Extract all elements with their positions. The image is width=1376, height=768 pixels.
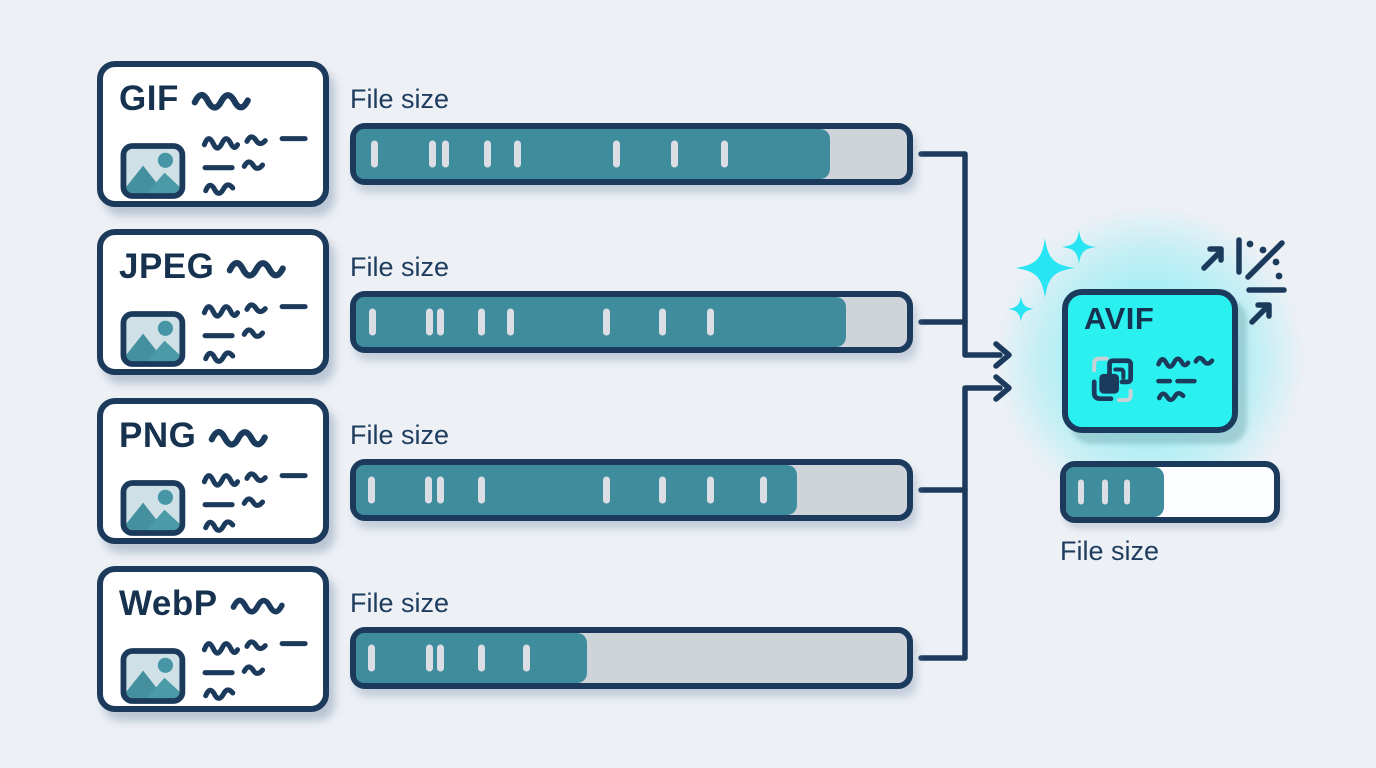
image-thumbnail-icon: [119, 139, 187, 203]
bar-track: [356, 465, 907, 515]
bar-tick: [706, 308, 714, 336]
bar-tick: [369, 308, 377, 336]
file-size-label: File size: [1060, 536, 1160, 566]
avif-name-label: AVIF: [1084, 301, 1155, 336]
merge-line-top: [918, 151, 1003, 358]
bar-tick: [706, 476, 714, 504]
avif-format-icon: [1084, 341, 1145, 417]
file-size-bar-gif: [350, 123, 913, 185]
title-squiggle-icon: [226, 254, 296, 281]
merge-line-bottom: [918, 385, 1003, 661]
file-size-label: File size: [350, 252, 450, 282]
bar-tick: [522, 644, 530, 672]
bar-tick: [602, 476, 610, 504]
file-size-label: File size: [350, 420, 450, 450]
file-size-group-jpeg: File size: [350, 251, 913, 353]
bar-tick: [506, 308, 514, 336]
file-size-label: File size: [350, 588, 450, 618]
title-squiggle-icon: [208, 423, 278, 450]
title-squiggle-icon: [230, 591, 294, 618]
sparkle-stars-icon: [1008, 230, 1096, 322]
file-size-bar-webp: [350, 627, 913, 689]
avif-card: AVIF: [1062, 289, 1238, 433]
file-size-group-webp: File size: [350, 587, 913, 689]
text-lines-decoration: [201, 127, 309, 203]
bar-tick: [602, 308, 610, 336]
image-thumbnail-icon: [119, 307, 187, 371]
format-card-webp: WebP: [97, 566, 329, 712]
file-size-group-gif: File size: [350, 83, 913, 185]
bar-tick: [612, 140, 620, 168]
bar-tick: [436, 308, 444, 336]
bar-tick: [425, 308, 433, 336]
improvement-arrows-icon: [1201, 237, 1287, 325]
bar-tick: [428, 140, 436, 168]
bar-tick: [483, 140, 491, 168]
file-size-group-png: File size: [350, 419, 913, 521]
bar-tick: [477, 644, 485, 672]
bar-tick: [659, 308, 667, 336]
right-arrow-icon: [993, 374, 1012, 402]
bar-tick: [477, 308, 485, 336]
format-name-label: GIF: [119, 79, 179, 118]
bar-tick: [1078, 479, 1085, 505]
bar-fill: [356, 633, 588, 683]
bar-tick: [441, 140, 449, 168]
bar-tick: [436, 644, 444, 672]
bar-tick: [514, 140, 522, 168]
bar-tick: [368, 644, 376, 672]
file-size-label: File size: [350, 84, 450, 114]
bar-track: [356, 129, 907, 179]
bar-track: [356, 297, 907, 347]
title-squiggle-icon: [191, 86, 261, 113]
file-size-bar-jpeg: [350, 291, 913, 353]
format-card-jpeg: JPEG: [97, 229, 329, 375]
bar-tick: [425, 644, 433, 672]
bar-track: [1066, 467, 1274, 517]
bar-tick: [368, 476, 376, 504]
bar-tick: [659, 476, 667, 504]
text-lines-decoration: [1155, 347, 1220, 411]
bar-track: [356, 633, 907, 683]
bar-tick: [1124, 479, 1131, 505]
file-size-group-avif: [1060, 461, 1280, 523]
format-name-label: PNG: [119, 416, 197, 455]
bar-tick: [1102, 479, 1109, 505]
file-size-bar-avif: [1060, 461, 1280, 523]
format-name-label: WebP: [119, 584, 218, 623]
bar-tick: [477, 476, 485, 504]
bar-tick: [759, 476, 767, 504]
bar-tick: [720, 140, 728, 168]
bar-fill: [356, 465, 797, 515]
bar-fill: [356, 129, 830, 179]
right-arrow-icon: [993, 341, 1012, 369]
image-thumbnail-icon: [119, 476, 187, 540]
format-card-png: PNG: [97, 398, 329, 544]
format-name-label: JPEG: [119, 247, 215, 286]
bar-tick: [424, 476, 432, 504]
image-thumbnail-icon: [119, 644, 187, 708]
format-card-gif: GIF: [97, 61, 329, 207]
text-lines-decoration: [201, 464, 309, 540]
text-lines-decoration: [201, 295, 309, 371]
bar-tick: [370, 140, 378, 168]
file-size-bar-png: [350, 459, 913, 521]
bar-tick: [671, 140, 679, 168]
text-lines-decoration: [201, 632, 309, 708]
bar-tick: [436, 476, 444, 504]
